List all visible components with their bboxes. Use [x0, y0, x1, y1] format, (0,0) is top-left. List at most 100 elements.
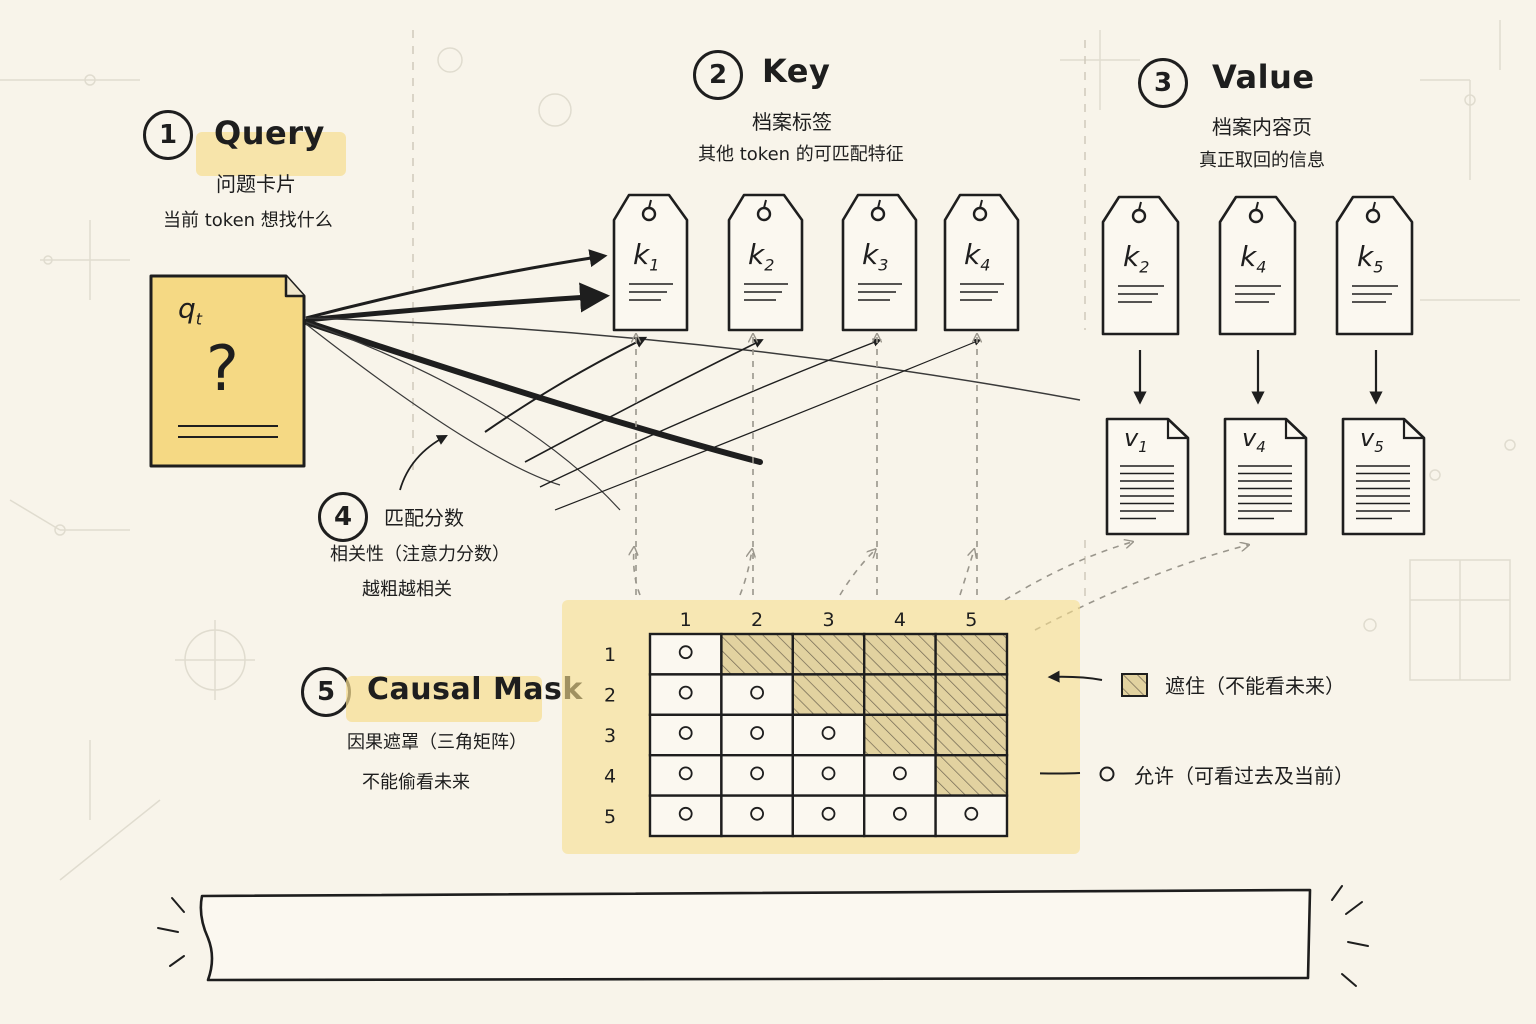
mask-cell-masked — [934, 754, 1009, 797]
value-tag-1-label: k2 — [1123, 240, 1150, 277]
mask-description: 不能偷看未来 — [362, 772, 470, 793]
mask-cell-masked — [934, 713, 1009, 757]
mask-allowed-mark — [821, 726, 836, 740]
mask-row-label: 4 — [604, 765, 616, 787]
query-title-highlight — [196, 132, 346, 176]
mask-cell-masked — [791, 673, 866, 717]
mask-cell-masked — [863, 713, 937, 757]
value-doc-3: v5 — [1340, 416, 1430, 544]
key-tag-1-shape — [612, 193, 689, 332]
mask-allowed-mark — [750, 726, 764, 740]
key-title: Key — [762, 52, 831, 90]
key-tag-2: k2 — [726, 192, 808, 340]
mask-cell-masked — [934, 632, 1009, 676]
legend-arrows — [1040, 670, 1103, 775]
value-tag-1-shape — [1101, 195, 1180, 336]
mask-allowed-mark — [678, 685, 693, 700]
key-tag-2-label: k2 — [748, 238, 775, 275]
mask-allowed-mark — [750, 806, 764, 821]
value-step-badge: 3 — [1138, 58, 1188, 108]
mask-title: Causal Mask — [367, 672, 583, 707]
mask-row-label: 3 — [604, 725, 616, 747]
mask-cell-masked — [863, 632, 937, 676]
mask-row-label: 5 — [604, 806, 616, 828]
query-card-symbol: ? — [206, 332, 239, 405]
mask-col-label: 1 — [680, 609, 692, 631]
mask-cell-allowed — [791, 794, 866, 838]
mask-allowed-mark — [678, 766, 693, 781]
mask-cell-masked — [934, 673, 1009, 717]
mask-col-label: 4 — [894, 609, 906, 631]
match-line-k2 — [305, 282, 610, 323]
score-subtitle: 相关性（注意力分数） — [330, 544, 510, 565]
value-tag-2-label: k4 — [1240, 240, 1267, 277]
key-tag-2-shape — [727, 193, 804, 332]
value-tag-2-shape — [1218, 195, 1297, 336]
query-step-number: 1 — [158, 120, 178, 150]
mask-cell-allowed — [720, 754, 795, 797]
value-tag-1: k2 — [1100, 194, 1184, 344]
value-doc-2-label: v4 — [1242, 424, 1266, 456]
query-subtitle: 问题卡片 — [216, 172, 296, 196]
match-line-strong — [303, 319, 763, 465]
legend-masked-text: 遮住（不能看未来） — [1165, 674, 1345, 698]
value-description: 真正取回的信息 — [1199, 150, 1325, 171]
mask-allowed-mark — [821, 766, 836, 781]
mask-title-highlight — [346, 676, 542, 722]
mask-cell-allowed — [863, 754, 937, 797]
mask-col-label: 3 — [822, 609, 834, 631]
mask-col-label: 2 — [751, 609, 763, 631]
value-subtitle: 档案内容页 — [1212, 115, 1312, 139]
mask-cell-masked — [863, 673, 937, 717]
value-tag-2: k4 — [1217, 194, 1301, 344]
mask-allowed-mark — [964, 806, 979, 821]
mask-cell-allowed — [648, 632, 723, 676]
score-step-badge: 4 — [318, 492, 368, 542]
value-tag-3-label: k5 — [1357, 240, 1384, 277]
mask-cell-allowed — [791, 713, 866, 757]
legend-allowed-text: 允许（可看过去及当前） — [1134, 764, 1354, 788]
mask-row-label: 2 — [604, 685, 616, 707]
value-title: Value — [1212, 58, 1315, 96]
mask-allowed-mark — [750, 766, 764, 781]
mask-allowed-mark — [893, 766, 907, 781]
value-step-number: 3 — [1153, 68, 1173, 98]
value-doc-3-label: v5 — [1360, 424, 1384, 456]
key-tag-4: k4 — [942, 192, 1024, 340]
value-tag-3-shape — [1335, 195, 1414, 336]
mask-cell-allowed — [720, 713, 795, 757]
mask-subtitle: 因果遮罩（三角矩阵） — [347, 732, 527, 753]
score-title: 匹配分数 — [384, 506, 464, 530]
value-doc-1: v1 — [1104, 416, 1194, 544]
mask-cell-allowed — [648, 754, 723, 797]
mask-allowed-mark — [678, 645, 693, 660]
mask-row-label: 1 — [604, 644, 616, 666]
value-doc-1-shape — [1105, 417, 1190, 536]
query-card-label: qt — [178, 292, 203, 329]
key-tag-3: k3 — [840, 192, 922, 340]
query-title: Query — [214, 114, 325, 152]
score-description: 越粗越相关 — [362, 579, 452, 600]
query-step-badge: 1 — [143, 110, 193, 160]
mask-allowed-mark — [750, 685, 764, 700]
empty-banner — [157, 885, 1369, 987]
key-step-badge: 2 — [693, 50, 743, 100]
key-step-number: 2 — [708, 60, 728, 90]
mask-allowed-mark — [821, 806, 836, 821]
mask-cell-allowed — [791, 754, 866, 797]
score-step-number: 4 — [333, 502, 353, 532]
value-doc-2-shape — [1223, 417, 1308, 536]
mask-cell-allowed — [720, 794, 795, 838]
mask-cell-masked — [791, 632, 866, 676]
mask-cell-allowed — [648, 673, 723, 717]
match-line-k1 — [305, 249, 608, 320]
value-doc-3-shape — [1341, 417, 1426, 536]
value-doc-2: v4 — [1222, 416, 1312, 544]
mask-allowed-mark — [678, 726, 693, 740]
key-tag-3-shape — [841, 193, 918, 332]
value-tag-3: k5 — [1334, 194, 1418, 344]
key-tag-3-label: k3 — [862, 238, 889, 275]
